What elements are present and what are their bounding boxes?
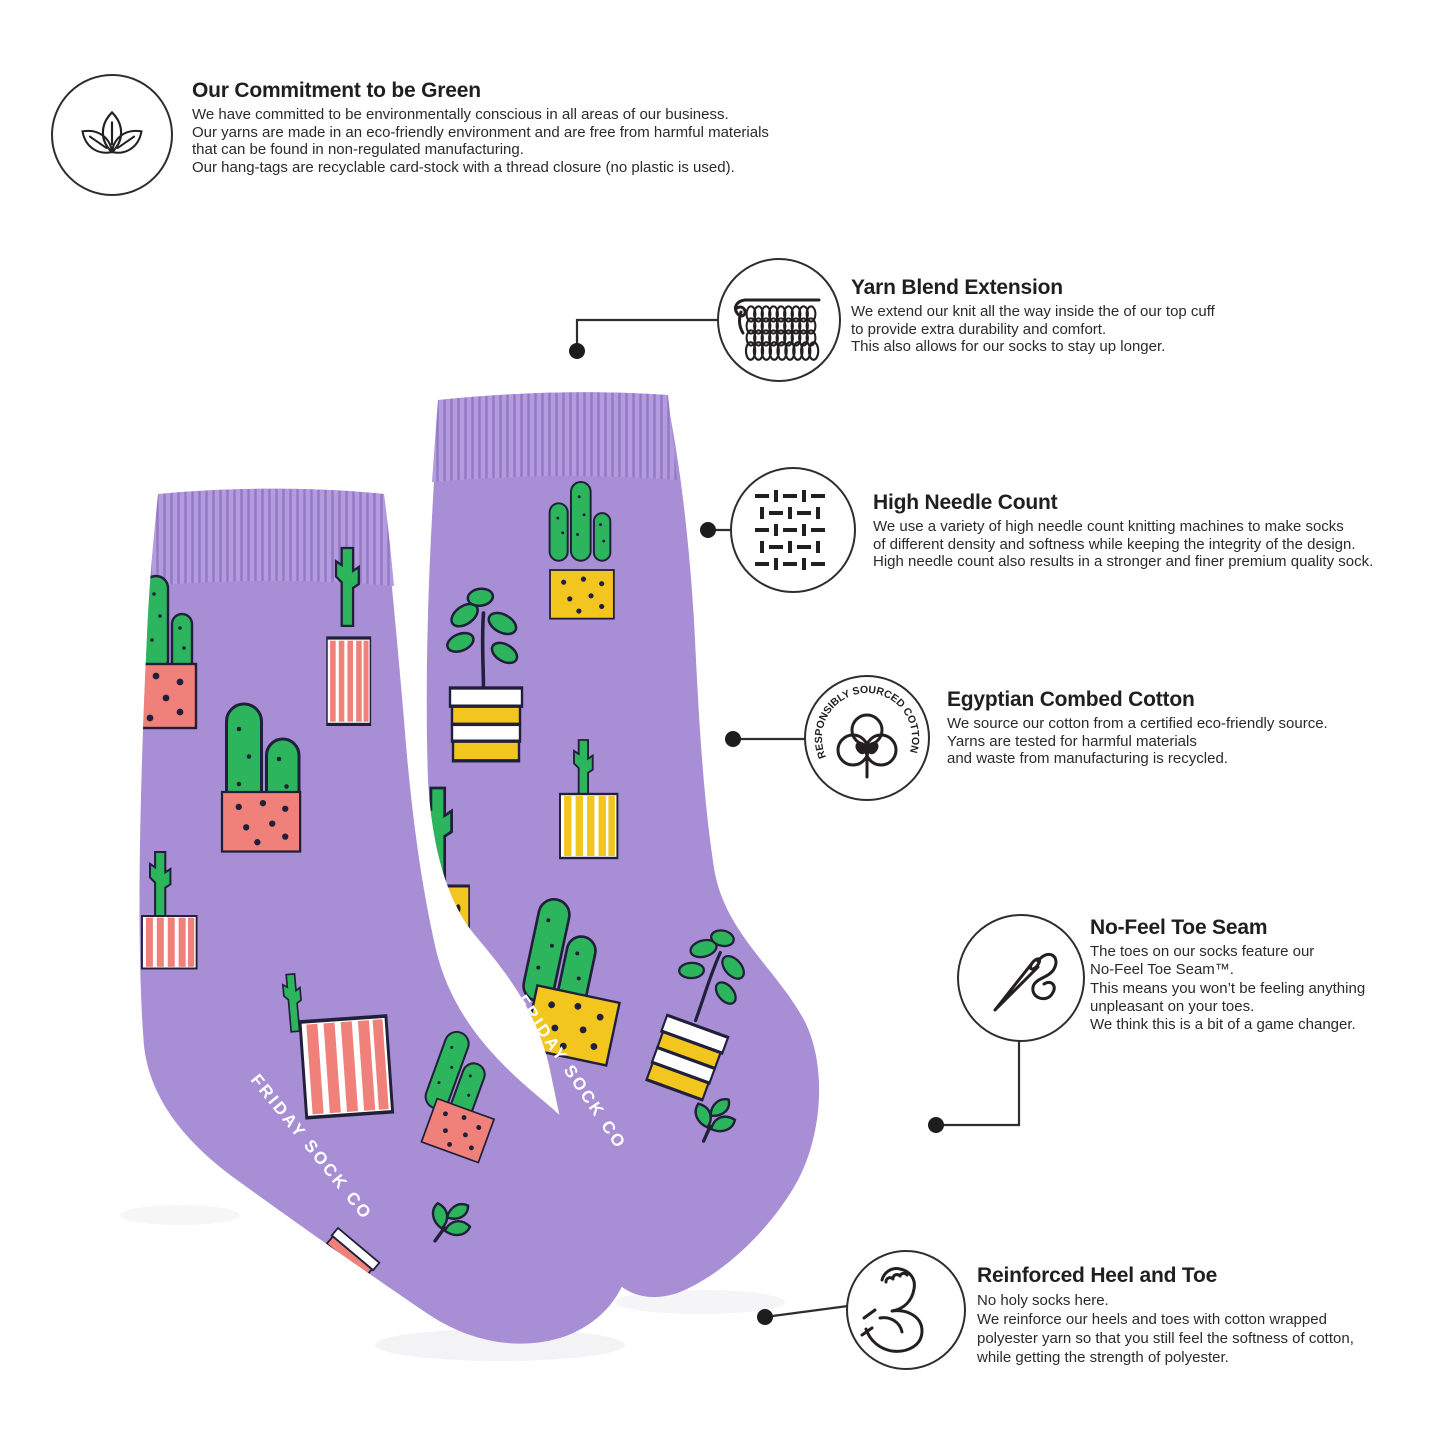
section-line: We extend our knit all the way inside th…	[851, 303, 1215, 320]
bicep-icon	[860, 1267, 924, 1353]
stitch-pattern-icon	[755, 490, 825, 570]
knitting-icon	[733, 298, 821, 361]
section-title: No-Feel Toe Seam	[1090, 916, 1268, 939]
feature-section-needle-count: High Needle Count We use a variety of hi…	[873, 491, 1373, 571]
section-line: We reinforce our heels and toes with cot…	[977, 1311, 1327, 1328]
section-line: Our yarns are made in an eco-friendly en…	[192, 123, 769, 141]
feature-section-toe-seam: No-Feel Toe Seam The toes on our socks f…	[1090, 916, 1365, 1034]
feature-section-green: Our Commitment to be Green We have commi…	[192, 79, 769, 176]
cotton-boll-icon	[836, 713, 898, 779]
section-title: Reinforced Heel and Toe	[977, 1264, 1218, 1287]
section-title: Our Commitment to be Green	[192, 79, 481, 102]
section-line: High needle count also results in a stro…	[873, 553, 1374, 570]
section-line: Yarns are tested for harmful materials	[947, 732, 1197, 750]
section-line: No-Feel Toe Seam™.	[1090, 961, 1234, 979]
section-line: We source our cotton from a certified ec…	[947, 715, 1328, 732]
section-line: This means you won’t be feeling anything	[1090, 979, 1366, 997]
needle-thread-icon	[993, 952, 1058, 1012]
section-title: Yarn Blend Extension	[851, 276, 1063, 299]
section-line: to provide extra durability and comfort.	[851, 320, 1107, 338]
right-sock: FRIDAY SOCK CO	[426, 392, 820, 1298]
connector-lines	[569, 318, 1021, 1325]
section-line: unpleasant on your toes.	[1090, 997, 1255, 1015]
section-line: No holy socks here.	[977, 1292, 1109, 1309]
section-line: We have committed to be environmentally …	[192, 106, 729, 123]
section-line: while getting the strength of polyester.	[977, 1349, 1229, 1366]
section-line: This also allows for our socks to stay u…	[851, 338, 1166, 355]
left-sock: FRIDAY SOCK CO	[139, 488, 632, 1344]
section-line: We use a variety of high needle count kn…	[873, 518, 1344, 535]
feature-section-heel-toe: Reinforced Heel and Toe No holy socks he…	[977, 1264, 1354, 1367]
section-line: Our hang-tags are recyclable card-stock …	[192, 158, 735, 176]
section-line: The toes on our socks feature our	[1090, 943, 1315, 960]
section-title: High Needle Count	[873, 491, 1058, 514]
section-line: that can be found in non-regulated manuf…	[192, 141, 524, 158]
section-line: of different density and softness while …	[873, 535, 1356, 553]
section-line: polyester yarn so that you still feel th…	[977, 1330, 1354, 1347]
section-line: and waste from manufacturing is recycled…	[947, 750, 1228, 767]
section-title: Egyptian Combed Cotton	[947, 688, 1195, 711]
feature-section-cotton: Egyptian Combed Cotton We source our cot…	[947, 688, 1328, 768]
feature-section-yarn: Yarn Blend Extension We extend our knit …	[851, 276, 1215, 356]
section-line: We think this is a bit of a game changer…	[1090, 1016, 1356, 1034]
